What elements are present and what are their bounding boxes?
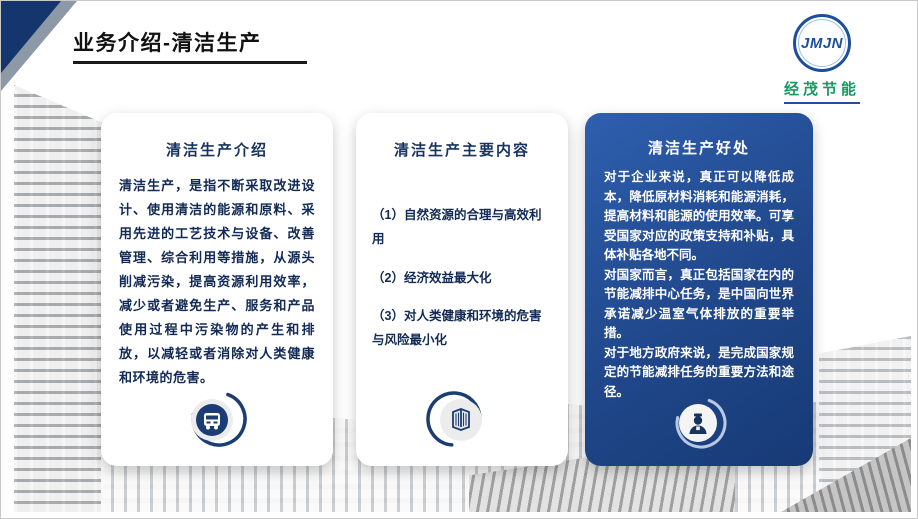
logo-text: JMJN <box>800 34 843 52</box>
list-item: （3）对人类健康和环境的危害与风险最小化 <box>372 309 542 347</box>
header: 业务介绍-清洁生产 <box>73 27 307 64</box>
card-body: 清洁生产，是指不断采取改进设计、使用清洁的能源和原料、采用先进的工艺技术与设备、… <box>119 178 315 386</box>
card-clean-production-intro: 清洁生产介绍 清洁生产，是指不断采取改进设计、使用清洁的能源和原料、采用先进的工… <box>101 113 333 466</box>
card-title: 清洁生产主要内容 <box>393 142 530 159</box>
logo-subtitle: 经茂节能 <box>783 78 860 104</box>
corner-triangle-navy <box>1 1 61 73</box>
card-paragraph: 对于企业来说，真正可以降低成本，降低原材料消耗和能源消耗，提高材料和能源的使用效… <box>604 170 794 262</box>
bus-icon <box>179 387 255 458</box>
list-item: （2）经济效益最大化 <box>372 270 492 285</box>
building-icon <box>424 387 500 458</box>
content-list: （1）自然资源的合理与高效利用 （2）经济效益最大化 （3）对人类健康和环境的危… <box>372 204 552 353</box>
card-title: 清洁生产好处 <box>647 140 750 157</box>
card-title: 清洁生产介绍 <box>165 142 268 159</box>
person-icon <box>661 393 737 458</box>
list-item: （1）自然资源的合理与高效利用 <box>372 208 542 246</box>
card-clean-production-content: 清洁生产主要内容 （1）自然资源的合理与高效利用 （2）经济效益最大化 （3）对… <box>356 113 568 466</box>
building-photo-left <box>14 85 104 512</box>
logo-mark-icon: JMJN <box>793 14 851 72</box>
card-clean-production-benefits: 清洁生产好处 对于企业来说，真正可以降低成本，降低原材料消耗和能源消耗，提高材料… <box>585 113 813 466</box>
card-paragraph: 对于地方政府来说，是完成国家规定的节能减排任务的重要方法和途径。 <box>604 345 794 399</box>
card-paragraph: 对国家而言，真正包括国家在内的节能减排中心任务，是中国向世界承诺减少温室气体排放… <box>604 267 794 341</box>
title-underline <box>73 61 307 64</box>
company-logo: JMJN 经茂节能 <box>765 14 879 104</box>
page-title: 业务介绍-清洁生产 <box>73 32 262 55</box>
